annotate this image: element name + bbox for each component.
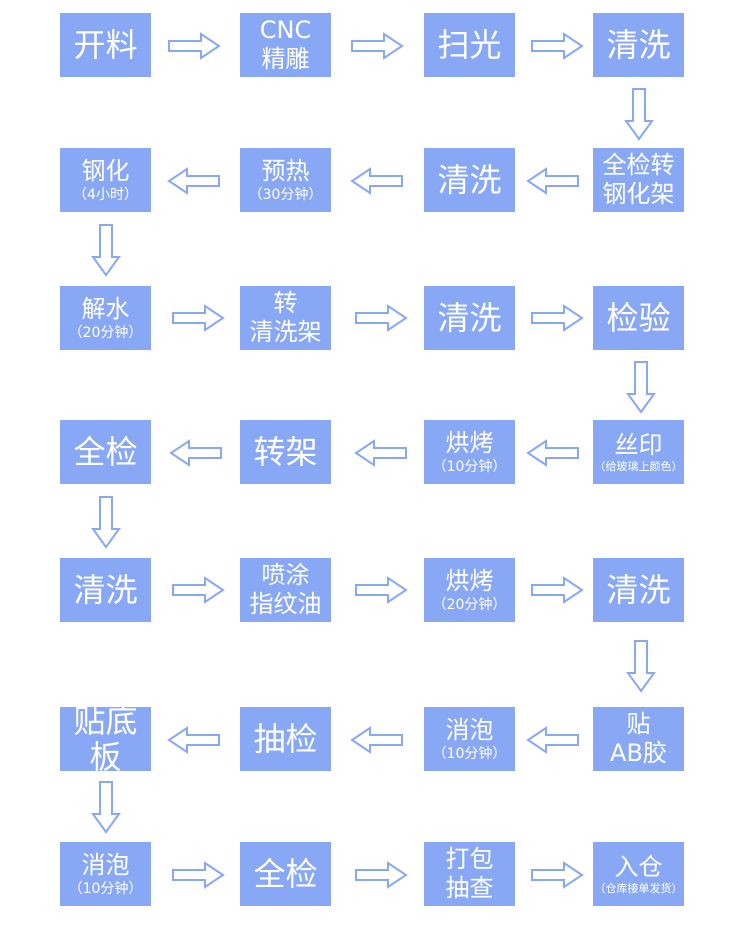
step-note: （10分钟） — [432, 745, 507, 762]
step-label-line1: CNC — [259, 16, 312, 44]
step-label-line1: 打包 — [445, 845, 494, 873]
step-label: 扫光 — [437, 26, 502, 64]
right-arrow-icon — [355, 304, 408, 332]
down-arrow-icon — [626, 640, 656, 693]
left-arrow-icon — [350, 726, 403, 754]
step-note: （10分钟） — [68, 880, 143, 897]
step-box: 全检 — [60, 420, 151, 484]
left-arrow-icon — [526, 167, 579, 195]
step-label-line2: 精雕 — [261, 45, 310, 73]
step-label-line1: 喷涂 — [261, 561, 310, 589]
step-label: 抽检 — [253, 720, 318, 758]
step-box: 喷涂 指纹油 — [240, 558, 331, 622]
step-box: 扫光 — [424, 13, 515, 77]
step-label-line2: 抽查 — [445, 874, 494, 902]
step-note: （10分钟） — [432, 458, 507, 475]
step-box: 贴 AB胶 — [593, 707, 684, 771]
step-box: 清洗 — [60, 558, 151, 622]
step-label: 全检 — [253, 855, 318, 893]
left-arrow-icon — [526, 439, 579, 467]
down-arrow-icon — [91, 496, 121, 549]
step-label-line2: 指纹油 — [249, 590, 322, 618]
step-note: （给玻璃上颜色） — [594, 459, 683, 473]
right-arrow-icon — [355, 576, 408, 604]
step-box: 开料 — [60, 13, 151, 77]
step-label-line2: 钢化架 — [602, 180, 675, 208]
step-box: 清洗 — [424, 286, 515, 350]
step-box: 清洗 — [593, 13, 684, 77]
step-note: （仓库接单发货） — [594, 881, 683, 895]
step-label: 预热 — [261, 156, 310, 185]
right-arrow-icon — [531, 304, 584, 332]
step-label: 开料 — [73, 26, 138, 64]
step-label: 钢化 — [81, 156, 130, 185]
step-box: 贴底板 — [60, 703, 151, 775]
step-label: 消泡 — [81, 850, 130, 879]
step-box: CNC 精雕 — [240, 13, 331, 77]
down-arrow-icon — [91, 781, 121, 834]
step-note: （4小时） — [73, 186, 138, 203]
step-label: 清洗 — [437, 161, 502, 199]
left-arrow-icon — [350, 167, 403, 195]
right-arrow-icon — [355, 861, 408, 889]
right-arrow-icon — [168, 32, 221, 60]
step-label: 清洗 — [606, 571, 671, 609]
right-arrow-icon — [531, 861, 584, 889]
step-label: 清洗 — [606, 26, 671, 64]
right-arrow-icon — [351, 32, 404, 60]
step-box: 检验 — [593, 286, 684, 350]
step-box: 清洗 — [424, 148, 515, 212]
right-arrow-icon — [172, 304, 225, 332]
step-label-line2: AB胶 — [610, 739, 667, 767]
step-note: （30分钟） — [248, 186, 323, 203]
step-box: 抽检 — [240, 707, 331, 771]
step-label-line2: 清洗架 — [249, 318, 322, 346]
step-box: 预热 （30分钟） — [240, 148, 331, 212]
step-box: 打包 抽查 — [424, 842, 515, 906]
left-arrow-icon — [169, 439, 222, 467]
right-arrow-icon — [172, 576, 225, 604]
step-label: 丝印 — [614, 430, 663, 459]
step-box: 消泡 （10分钟） — [424, 707, 515, 771]
step-label-line1: 转 — [273, 289, 298, 317]
step-label-line1: 全检转 — [602, 151, 675, 179]
step-box: 烘烤 （20分钟） — [424, 558, 515, 622]
step-label: 清洗 — [437, 299, 502, 337]
step-box: 全检 — [240, 842, 331, 906]
step-box: 清洗 — [593, 558, 684, 622]
step-box: 丝印 （给玻璃上颜色） — [593, 420, 684, 484]
down-arrow-icon — [626, 361, 656, 414]
step-note: （20分钟） — [68, 324, 143, 341]
left-arrow-icon — [167, 167, 220, 195]
step-label: 烘烤 — [445, 566, 494, 595]
left-arrow-icon — [526, 726, 579, 754]
step-box: 消泡 （10分钟） — [60, 842, 151, 906]
right-arrow-icon — [172, 861, 225, 889]
step-box: 钢化 （4小时） — [60, 148, 151, 212]
step-box: 解水 （20分钟） — [60, 286, 151, 350]
step-label: 贴底板 — [73, 702, 138, 776]
left-arrow-icon — [354, 439, 407, 467]
step-box: 入仓 （仓库接单发货） — [593, 842, 684, 906]
step-label: 检验 — [606, 299, 671, 337]
step-label: 消泡 — [445, 715, 494, 744]
step-note: （20分钟） — [432, 596, 507, 613]
step-label-line1: 贴 — [626, 710, 651, 738]
step-box: 转 清洗架 — [240, 286, 331, 350]
step-label: 转架 — [253, 433, 318, 471]
step-label: 解水 — [81, 294, 130, 323]
right-arrow-icon — [531, 32, 584, 60]
step-label: 烘烤 — [445, 428, 494, 457]
right-arrow-icon — [531, 576, 584, 604]
down-arrow-icon — [624, 88, 654, 141]
step-label: 全检 — [73, 433, 138, 471]
step-label: 清洗 — [73, 571, 138, 609]
step-box: 全检转 钢化架 — [593, 148, 684, 212]
left-arrow-icon — [167, 726, 220, 754]
down-arrow-icon — [91, 224, 121, 277]
step-box: 转架 — [240, 420, 331, 484]
step-box: 烘烤 （10分钟） — [424, 420, 515, 484]
step-label: 入仓 — [614, 852, 663, 881]
